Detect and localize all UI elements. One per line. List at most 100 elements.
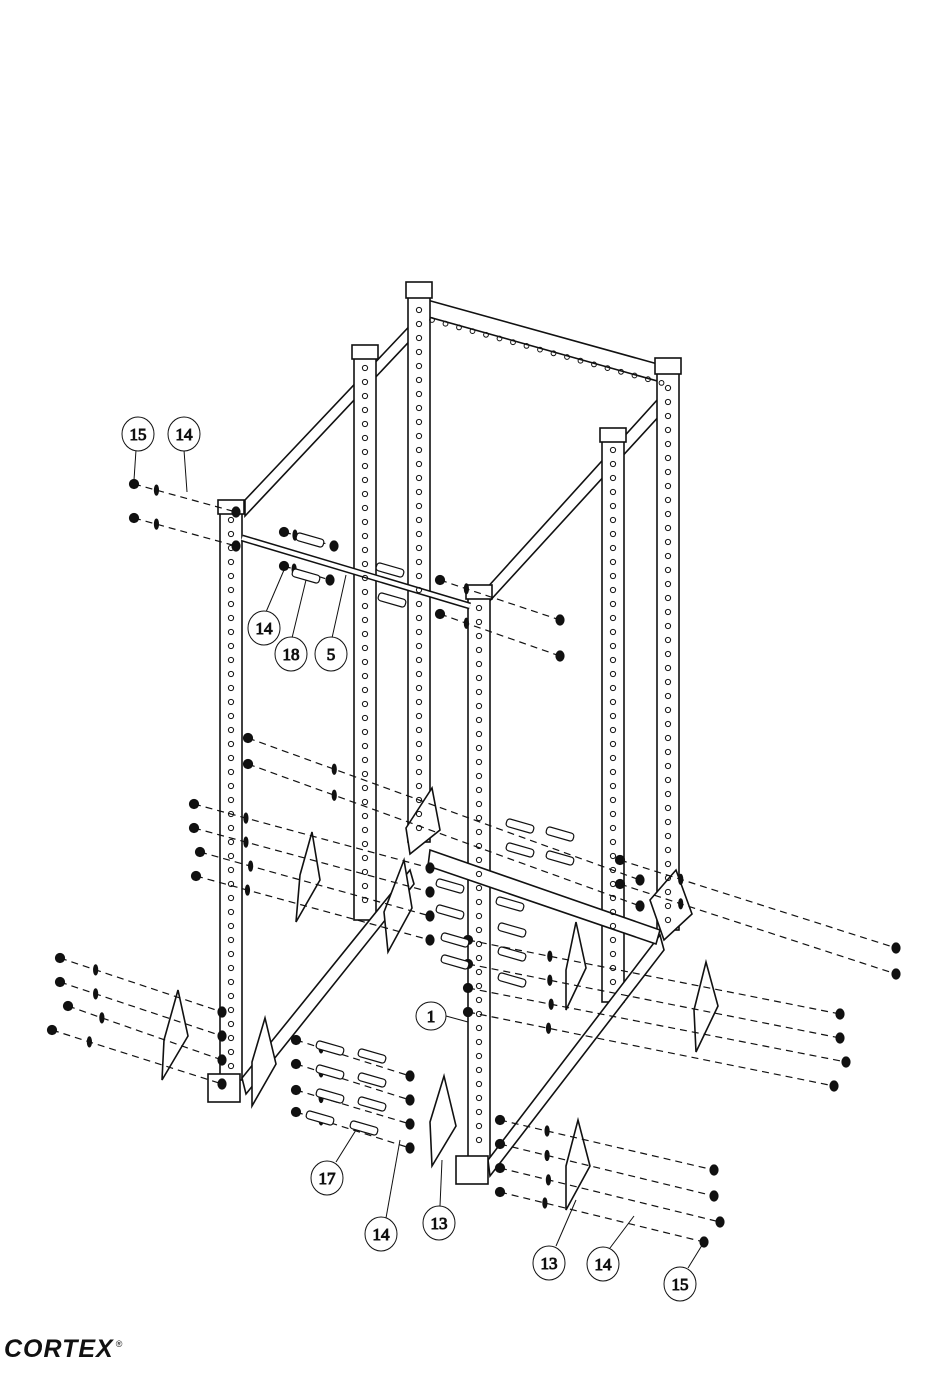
bolt-icon — [315, 1064, 344, 1079]
bolt-icon — [440, 954, 469, 969]
cap — [352, 345, 378, 359]
base-rear-beam — [428, 850, 660, 944]
callout-label: 17 — [319, 1169, 337, 1188]
callout-14-bottom-right: 14 — [587, 1216, 634, 1281]
nut-icon — [496, 1164, 505, 1173]
nut-icon — [326, 575, 334, 585]
bolt-icon — [440, 932, 469, 947]
washer-icon — [154, 485, 158, 495]
gusset — [162, 990, 188, 1080]
nut-icon — [496, 1116, 505, 1125]
callout-5: 5 — [315, 575, 347, 671]
callout-label: 14 — [256, 619, 274, 638]
hardware-axis-line — [134, 484, 236, 512]
washer-icon — [545, 1150, 549, 1160]
cap — [655, 358, 681, 374]
washer-icon — [547, 1023, 551, 1033]
nut-icon — [830, 1081, 838, 1091]
nut-icon — [710, 1191, 718, 1201]
nut-icon — [464, 1008, 473, 1017]
foot — [456, 1156, 488, 1184]
nut-icon — [130, 480, 139, 489]
nut-icon — [406, 1095, 414, 1105]
nut-icon — [56, 954, 65, 963]
bolt-icon — [545, 850, 574, 865]
brand-name: CORTEX — [4, 1335, 114, 1363]
bolt-icon — [545, 826, 574, 841]
nut-icon — [636, 901, 644, 911]
nut-icon — [496, 1188, 505, 1197]
nut-icon — [406, 1071, 414, 1081]
bolt-icon — [497, 922, 526, 937]
callout-1: 1 — [416, 1002, 468, 1030]
callout-label: 18 — [283, 645, 300, 664]
nut-icon — [716, 1217, 724, 1227]
nut-icon — [280, 562, 289, 571]
hardware-axis-line — [500, 1192, 704, 1242]
washer-icon — [332, 764, 336, 774]
washer-icon — [245, 885, 249, 895]
bolt-icon — [505, 842, 534, 857]
nut-icon — [232, 541, 240, 551]
nut-icon — [616, 880, 625, 889]
nut-icon — [616, 856, 625, 865]
nut-icon — [218, 1007, 226, 1017]
washer-icon — [94, 989, 98, 999]
callout-label: 13 — [431, 1214, 448, 1233]
callout-13-left: 13 — [423, 1160, 455, 1240]
bolt-icon — [375, 562, 404, 577]
nut-icon — [892, 969, 900, 979]
washer-icon — [549, 999, 553, 1009]
nut-icon — [836, 1033, 844, 1043]
callout-label: 14 — [373, 1225, 391, 1244]
nut-icon — [426, 911, 434, 921]
washer-icon — [332, 790, 336, 800]
callout-17: 17 — [311, 1130, 356, 1195]
washer-icon — [679, 899, 683, 909]
nut-icon — [636, 875, 644, 885]
nut-icon — [196, 848, 205, 857]
nut-icon — [292, 1036, 301, 1045]
washer-icon — [94, 965, 98, 975]
bolt-icon — [505, 818, 534, 833]
bolt-icon — [435, 878, 464, 893]
washer-icon — [548, 975, 552, 985]
callout-label: 14 — [595, 1255, 613, 1274]
nut-icon — [556, 651, 564, 661]
cap — [466, 585, 492, 599]
hardware-axis-line — [500, 1168, 720, 1222]
bolt-icon — [315, 1040, 344, 1055]
washer-icon — [546, 1175, 550, 1185]
hardware-axis-line — [68, 1006, 222, 1060]
hardware-axis-line — [440, 614, 560, 656]
nut-icon — [218, 1055, 226, 1065]
cap — [406, 282, 432, 298]
callout-14-bottom-left: 14 — [365, 1140, 400, 1251]
callout-14-mid: 14 — [248, 570, 284, 645]
washer-icon — [679, 874, 683, 884]
washer-icon — [249, 861, 253, 871]
rack-frame — [162, 282, 718, 1210]
washer-icon — [87, 1037, 91, 1047]
bolt-icon — [497, 972, 526, 987]
bolt-icon — [435, 904, 464, 919]
nut-icon — [218, 1031, 226, 1041]
nut-icon — [130, 514, 139, 523]
upright-rear-right-inner — [657, 368, 679, 930]
callout-label: 14 — [176, 425, 194, 444]
cortex-logo: CORTEX® — [4, 1335, 123, 1364]
nut-icon — [232, 507, 240, 517]
washer-icon — [545, 1126, 549, 1136]
callout-label: 15 — [672, 1275, 689, 1294]
bolt-icon — [357, 1048, 386, 1063]
callout-label: 13 — [541, 1254, 558, 1273]
washer-icon — [464, 618, 468, 628]
bolt-icon — [497, 946, 526, 961]
hardware-axis-line — [468, 988, 846, 1062]
gusset — [694, 962, 718, 1052]
bolt-icon — [495, 896, 524, 911]
nut-icon — [330, 541, 338, 551]
washer-icon — [244, 813, 248, 823]
gusset — [430, 1076, 456, 1166]
